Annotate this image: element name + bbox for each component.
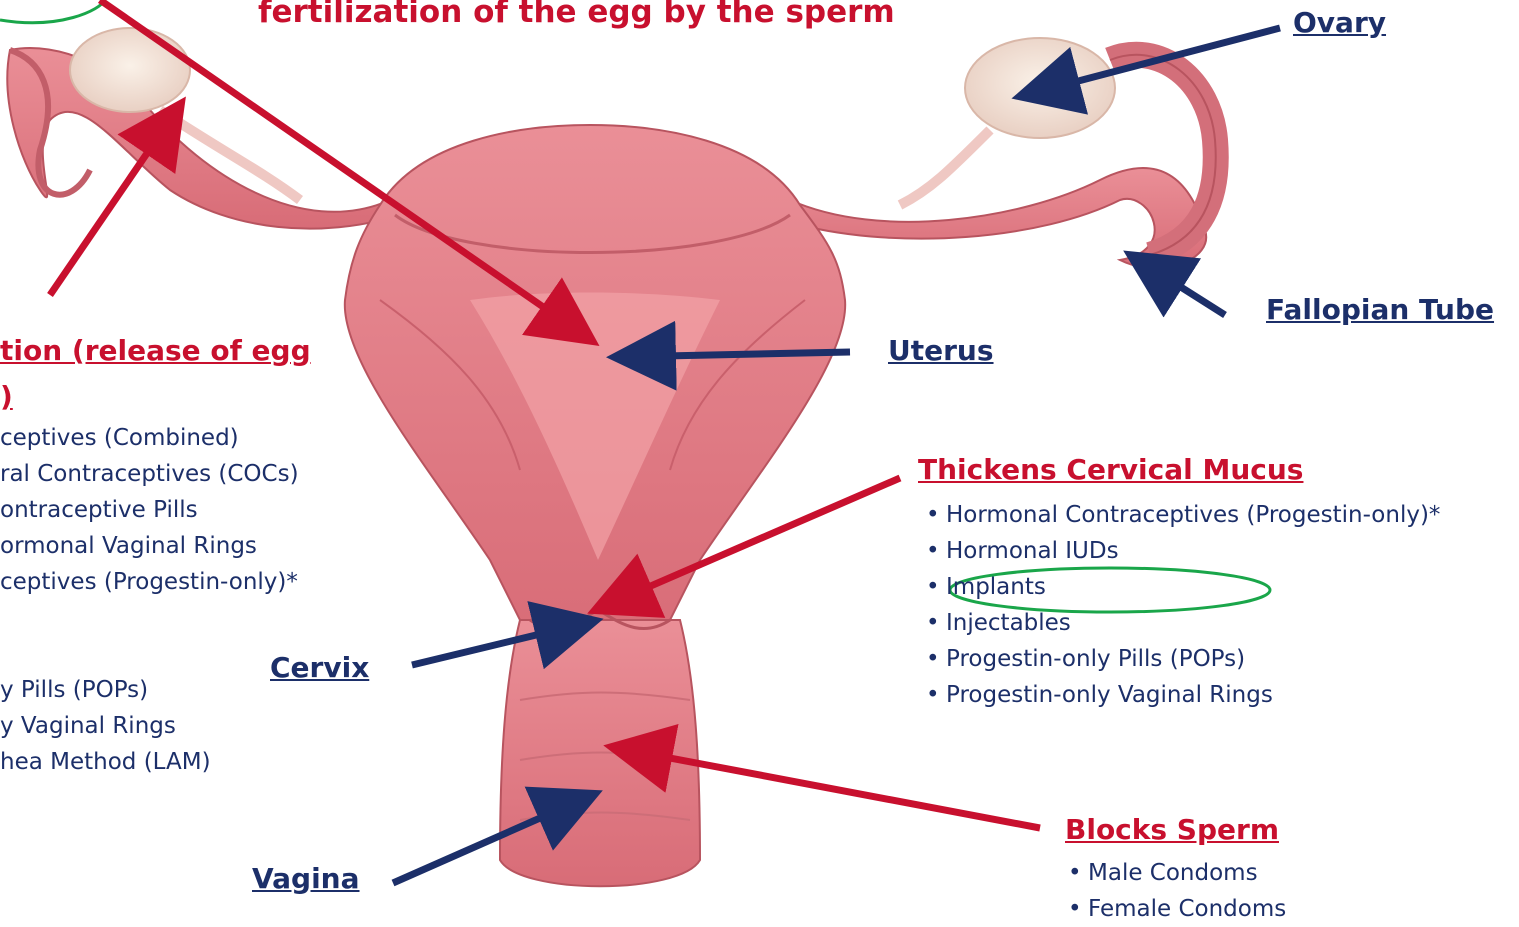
uterus-arrow [620,352,850,357]
list-item: y Pills (POPs) [0,672,299,708]
list-item: ceptives (Combined) [0,420,299,456]
cervical-mucus-list: Hormonal Contraceptives (Progestin-only)… [924,497,1440,713]
blocks-sperm-heading: Blocks Sperm [1065,813,1279,846]
list-item: y Vaginal Rings [0,708,299,744]
uterus-label: Uterus [888,334,994,367]
list-item: Hormonal IUDs [924,533,1440,569]
list-item: ral Contraceptives (COCs) [0,456,299,492]
ovulation-heading-line2: ) [0,380,13,413]
list-item: Male Condoms [1066,855,1286,891]
right-fallopian-tube [790,168,1206,268]
list-item: Female Condoms [1066,891,1286,927]
list-item: Injectables [924,605,1440,641]
list-item [0,600,299,636]
list-item: Implants [924,569,1440,605]
fertilization-title: fertilization of the egg by the sperm [258,0,895,30]
ovulation-heading-line1: tion (release of egg [0,334,311,367]
list-item: Progestin-only Pills (POPs) [924,641,1440,677]
fallopian-arrow [1135,258,1225,315]
list-item: ormonal Vaginal Rings [0,528,299,564]
vagina-label: Vagina [252,862,360,895]
highlight-ellipse-top [0,0,105,23]
list-item [0,636,299,672]
left-ovary [70,28,190,112]
list-item: ceptives (Progestin-only)* [0,564,299,600]
blocks-sperm-list: Male Condoms Female Condoms [1066,855,1286,927]
fallopian-tube-label: Fallopian Tube [1266,293,1494,326]
ovulation-list: ceptives (Combined) ral Contraceptives (… [0,420,299,780]
ovary-label: Ovary [1293,6,1386,39]
list-item: Hormonal Contraceptives (Progestin-only)… [924,497,1440,533]
cervical-mucus-heading: Thickens Cervical Mucus [918,453,1303,486]
list-item: hea Method (LAM) [0,744,299,780]
list-item: ontraceptive Pills [0,492,299,528]
list-item: Progestin-only Vaginal Rings [924,677,1440,713]
